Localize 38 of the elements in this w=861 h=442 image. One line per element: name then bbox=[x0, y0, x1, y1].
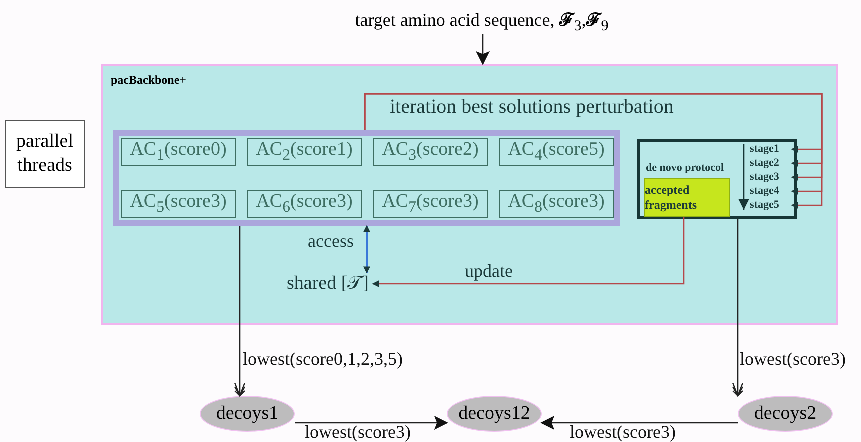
stage-label: stage1 bbox=[750, 143, 790, 156]
decoys-ellipse: decoys12 bbox=[447, 396, 542, 432]
threads-box: parallel threads bbox=[5, 120, 85, 188]
edge-label: update bbox=[465, 262, 513, 280]
edge-label: lowest(score0,1,2,3,5) bbox=[243, 350, 403, 368]
edge-label: lowest(score3) bbox=[570, 423, 676, 441]
protocol-title: de novo protocol bbox=[646, 163, 724, 174]
edge-label: lowest(score3) bbox=[740, 350, 846, 368]
decoys-ellipse: decoys2 bbox=[738, 396, 833, 432]
agent-box: AC$_{2}$(score1) bbox=[247, 138, 362, 166]
arrow bbox=[476, 34, 490, 66]
panel-title: pacBackbone+ bbox=[111, 74, 187, 86]
fragments-box: accepted fragments bbox=[644, 178, 730, 217]
arrow bbox=[372, 217, 685, 288]
stage-label: stage4 bbox=[750, 185, 790, 198]
protocol-box bbox=[637, 139, 797, 219]
stage-label: stage2 bbox=[750, 157, 790, 170]
edge-label: lowest(score3) bbox=[305, 423, 411, 441]
agent-box: AC$_{8}$(score3) bbox=[499, 190, 614, 218]
stage-label: stage5 bbox=[750, 199, 790, 212]
input-label: target amino acid sequence, ℱ$_{3}$,ℱ$_{9}$ bbox=[322, 8, 642, 32]
arrow bbox=[364, 225, 370, 274]
shared-memory-label: shared [𝒯] bbox=[283, 273, 373, 295]
direction-arrow bbox=[738, 144, 750, 210]
agent-box: AC$_{4}$(score5) bbox=[499, 138, 614, 166]
arrow bbox=[540, 416, 738, 430]
agent-box: AC$_{7}$(score3) bbox=[373, 190, 488, 218]
agent-group-panel bbox=[113, 130, 620, 226]
stage-label: stage3 bbox=[750, 171, 790, 184]
agent-box: AC$_{5}$(score3) bbox=[121, 190, 236, 218]
agent-box: AC$_{3}$(score2) bbox=[373, 138, 488, 166]
arrow bbox=[295, 416, 448, 430]
edge-label: iteration best solutions perturbation bbox=[390, 97, 674, 117]
process-panel bbox=[101, 64, 838, 325]
agent-box: AC$_{1}$(score0) bbox=[121, 138, 236, 166]
agent-box: AC$_{6}$(score3) bbox=[247, 190, 362, 218]
decoys-ellipse: decoys1 bbox=[200, 396, 295, 432]
edge-label: access bbox=[308, 232, 354, 250]
